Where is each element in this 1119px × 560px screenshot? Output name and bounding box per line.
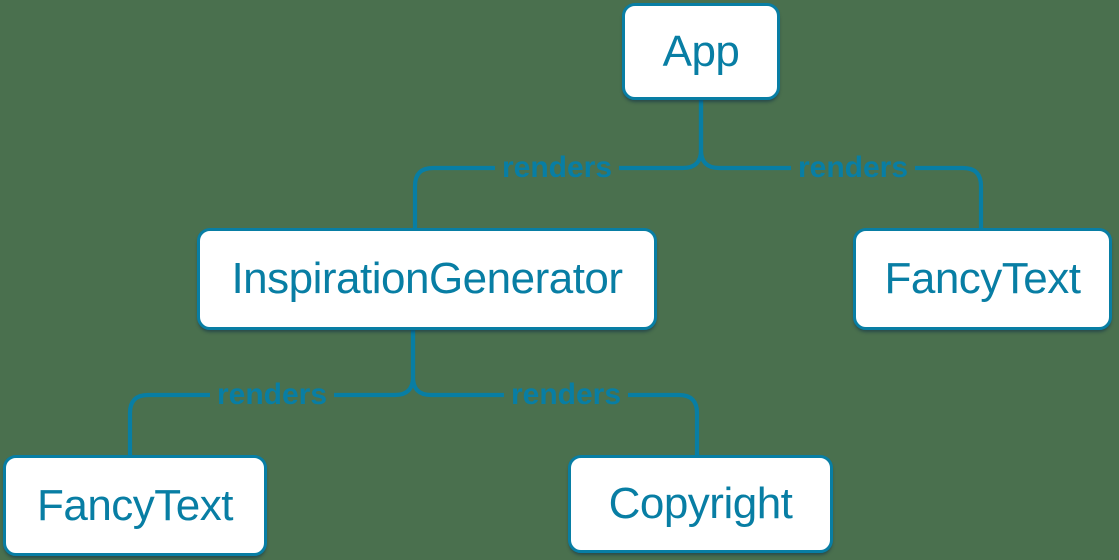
node-app-label: App — [662, 26, 740, 76]
node-fancy-text-bottom-label: FancyText — [36, 480, 234, 530]
node-fancy-text-top: FancyText — [853, 228, 1112, 330]
edge-label-renders-app-fancytext: renders — [790, 150, 916, 186]
node-copyright-label: Copyright — [608, 479, 793, 528]
node-inspiration-generator: InspirationGenerator — [197, 228, 657, 330]
edge-label-renders-inspirationgenerator-copyright: renders — [503, 377, 629, 413]
edge-label-renders-inspirationgenerator-fancytext: renders — [209, 377, 335, 413]
node-fancy-text-top-label: FancyText — [884, 254, 1081, 303]
node-fancy-text-bottom: FancyText — [3, 455, 267, 556]
node-inspiration-generator-label: InspirationGenerator — [231, 254, 623, 303]
node-app: App — [622, 3, 780, 100]
edge-label-renders-app-inspirationgenerator: renders — [494, 150, 620, 186]
node-copyright: Copyright — [568, 455, 833, 553]
